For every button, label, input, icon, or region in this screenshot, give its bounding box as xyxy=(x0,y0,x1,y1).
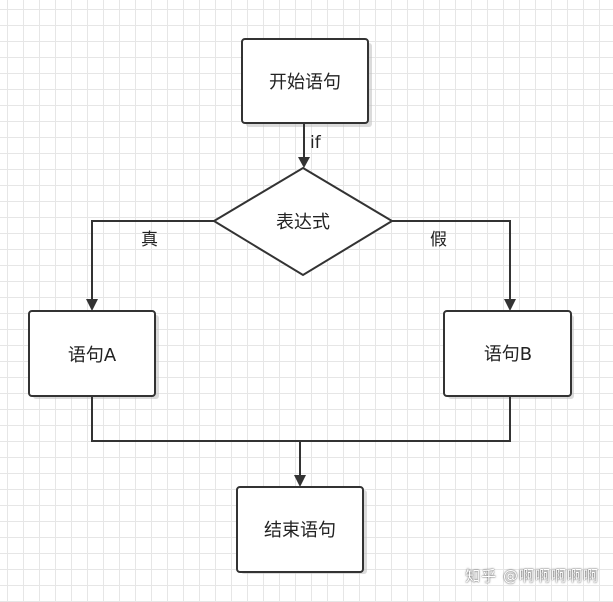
arrowhead-branch-a xyxy=(86,299,98,311)
branch-a-node xyxy=(28,310,156,397)
edge-label-false: 假 xyxy=(430,230,447,250)
watermark: 知乎 @啊啊啊啊啊 xyxy=(465,567,599,585)
branch-a-node-label: 语句A xyxy=(68,345,117,366)
condition-node-label: 表达式 xyxy=(276,212,330,233)
branch-b-node xyxy=(443,310,572,397)
branch-b-node-label: 语句B xyxy=(484,344,532,365)
edge-label-if: if xyxy=(310,133,322,153)
edge-label-true: 真 xyxy=(141,230,158,250)
start-node-label: 开始语句 xyxy=(269,72,341,93)
start-node xyxy=(241,38,369,124)
condition-node xyxy=(212,166,394,277)
edge-condition-to-a xyxy=(91,220,214,300)
end-node xyxy=(236,486,364,573)
edge-condition-to-b xyxy=(392,220,511,300)
edge-merge xyxy=(91,396,511,442)
arrowhead-condition xyxy=(298,157,310,168)
arrowhead-branch-b xyxy=(504,299,516,311)
arrowhead-end xyxy=(294,475,306,487)
end-node-label: 结束语句 xyxy=(264,520,336,541)
